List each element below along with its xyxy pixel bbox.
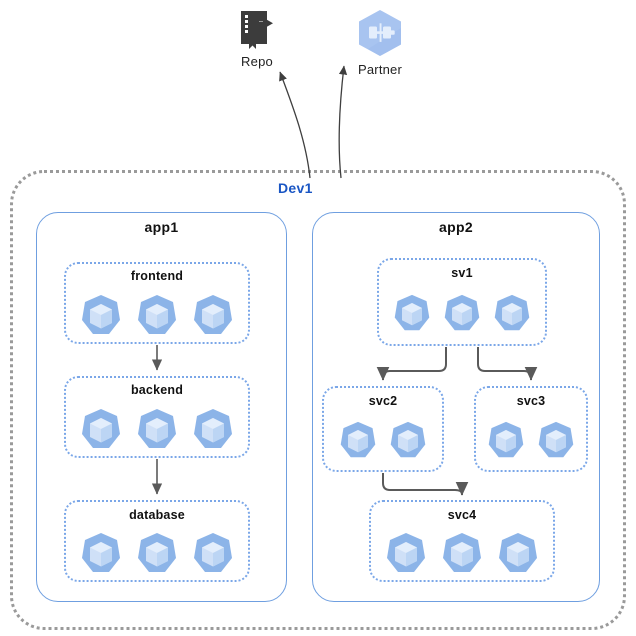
pod-icon — [138, 295, 176, 334]
service-label-frontend: frontend — [130, 269, 184, 283]
pod-icon — [387, 533, 425, 572]
service-box-svc2[interactable] — [322, 386, 444, 472]
service-label-backend: backend — [130, 383, 184, 397]
external-node-partner[interactable]: Partner — [350, 8, 410, 77]
pod-icon — [82, 533, 120, 572]
environment-box-dev1[interactable] — [10, 170, 626, 630]
pod-icon — [538, 421, 574, 458]
external-node-repo[interactable]: Repo — [228, 8, 286, 69]
service-box-svc4[interactable] — [369, 500, 555, 582]
pod-group-frontend — [64, 291, 250, 339]
pod-group-svc3 — [474, 416, 588, 464]
service-box-backend[interactable] — [64, 376, 250, 458]
app-label-app2: app2 — [439, 219, 473, 235]
edge-dev1-to-repo — [279, 71, 311, 179]
service-box-sv1[interactable] — [377, 258, 547, 346]
external-node-partner-label: Partner — [357, 62, 403, 77]
service-box-frontend[interactable] — [64, 262, 250, 344]
pod-icon — [444, 294, 480, 331]
service-label-svc4: svc4 — [447, 508, 477, 522]
environment-label-dev1: Dev1 — [278, 180, 313, 196]
pod-icon — [194, 409, 232, 448]
pod-icon — [194, 295, 232, 334]
pod-group-svc2 — [322, 416, 444, 464]
pod-icon — [443, 533, 481, 572]
pod-group-backend — [64, 405, 250, 453]
service-label-svc3: svc3 — [516, 394, 546, 408]
pod-icon — [494, 294, 530, 331]
pod-group-svc4 — [369, 529, 555, 577]
pod-group-sv1 — [377, 289, 547, 337]
service-box-svc3[interactable] — [474, 386, 588, 472]
pod-icon — [499, 533, 537, 572]
pod-icon — [340, 421, 376, 458]
pod-icon — [82, 409, 120, 448]
service-box-database[interactable] — [64, 500, 250, 582]
edge-dev1-to-partner — [338, 65, 348, 179]
pod-icon — [82, 295, 120, 334]
app-box-app1[interactable] — [36, 212, 287, 602]
service-label-database: database — [129, 508, 185, 522]
app-box-app2[interactable] — [312, 212, 600, 602]
pod-icon — [194, 533, 232, 572]
pod-icon — [138, 533, 176, 572]
pod-icon — [138, 409, 176, 448]
pod-icon — [390, 421, 426, 458]
repo-icon — [241, 11, 273, 49]
pod-icon — [394, 294, 430, 331]
pod-group-database — [64, 529, 250, 577]
app-label-app1: app1 — [144, 219, 179, 235]
external-node-repo-label: Repo — [241, 54, 273, 69]
service-label-svc2: svc2 — [368, 394, 398, 408]
partner-hexagon-icon — [359, 10, 401, 56]
pod-icon — [488, 421, 524, 458]
service-label-sv1: sv1 — [451, 266, 473, 280]
